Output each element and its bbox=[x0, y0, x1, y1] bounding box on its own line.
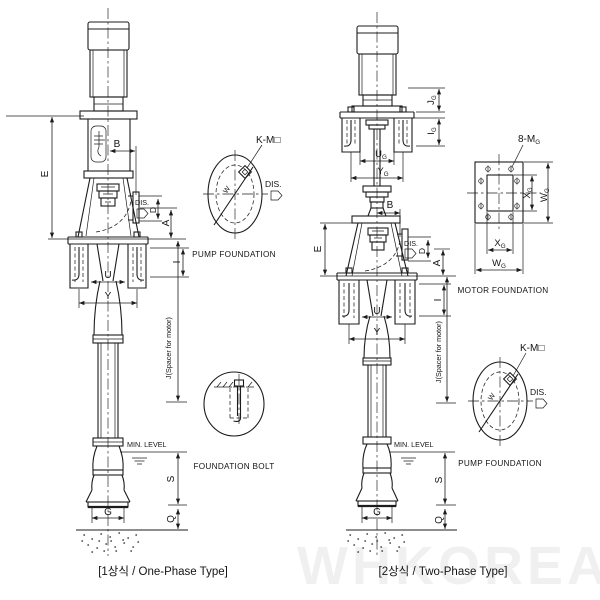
xg-v-sub: G bbox=[527, 187, 534, 192]
one-phase-caption: [1상식 / One-Phase Type] bbox=[98, 565, 228, 578]
wg-v-main: W bbox=[539, 193, 550, 202]
right-dim-y: Y bbox=[374, 327, 381, 338]
right-dis-label: DIS. bbox=[404, 239, 418, 248]
right-dim-yg: YG bbox=[377, 166, 388, 178]
two-phase-caption: [2상식 / Two-Phase Type] bbox=[379, 565, 508, 578]
left-dim-e: E bbox=[40, 170, 51, 177]
left-dim-b: B bbox=[114, 139, 121, 150]
right-discharge-arrow-icon bbox=[404, 248, 417, 259]
left-dim-j-spacer: J(Spacer for motor) bbox=[164, 317, 173, 379]
motor-foundation-xg-vertical: XG bbox=[522, 187, 534, 198]
motor-foundation-bolt-label: 8-MG bbox=[518, 134, 540, 146]
right-dim-j-spacer: J(Spacer for motor) bbox=[434, 321, 443, 383]
right-dim-g: G bbox=[373, 507, 381, 518]
pf-left-title: PUMP FOUNDATION bbox=[192, 250, 276, 259]
motor-foundation-bolts bbox=[478, 165, 520, 221]
pf-left-discharge-arrow-icon bbox=[270, 190, 283, 201]
pf-right-title: PUMP FOUNDATION bbox=[458, 459, 542, 468]
pf-right-w-label: W bbox=[486, 391, 497, 402]
right-dim-u: U bbox=[373, 306, 380, 317]
xg-h-sub: G bbox=[501, 243, 506, 250]
motor-foundation-wg-horizontal: WG bbox=[492, 258, 506, 270]
left-dim-a: A bbox=[161, 219, 172, 226]
right-pump-dimension-lines bbox=[320, 87, 456, 529]
detail-foundation-bolt: FOUNDATION BOLT bbox=[193, 371, 274, 471]
left-discharge-arrow-icon bbox=[136, 208, 149, 219]
right-dim-s: S bbox=[434, 476, 445, 483]
left-dim-g: G bbox=[104, 507, 112, 518]
left-min-level-label: MIN. LEVEL bbox=[127, 440, 167, 449]
right-dim-b: B bbox=[387, 200, 394, 211]
right-dim-yg-main: Y bbox=[377, 166, 384, 177]
wg-h-sub: G bbox=[501, 263, 506, 270]
left-dim-s: S bbox=[166, 475, 177, 482]
foundation-bolt-title: FOUNDATION BOLT bbox=[193, 462, 274, 471]
right-dim-yg-sub: G bbox=[384, 171, 389, 178]
right-dim-i: I bbox=[433, 299, 444, 302]
watermark-text: WHKOREA bbox=[297, 536, 600, 596]
left-dim-q: Q bbox=[166, 515, 177, 523]
right-dim-ug-main: U bbox=[375, 149, 382, 160]
left-dim-i: I bbox=[172, 261, 183, 264]
detail-pump-foundation-right: W K-M□ DIS. PUMP FOUNDATION bbox=[458, 343, 548, 468]
right-dim-jg-main: J bbox=[426, 100, 437, 105]
right-dim-jg-sub: G bbox=[431, 95, 438, 100]
right-dim-ig-main: I bbox=[426, 132, 437, 135]
right-pump-drawing: JG IG UG YG B E DIS. D A I U Y J(Spacer … bbox=[313, 12, 507, 578]
motor-foundation-title: MOTOR FOUNDATION bbox=[458, 286, 549, 295]
8mg-main: 8-M bbox=[518, 134, 535, 145]
detail-motor-foundation: XG WG XG WG 8-MG MOTOR FOUNDATION bbox=[458, 134, 553, 295]
right-dim-ig-sub: G bbox=[431, 127, 438, 132]
motor-foundation-xg-horizontal: XG bbox=[494, 238, 505, 250]
right-min-level-label: MIN. LEVEL bbox=[394, 440, 434, 449]
detail-pump-foundation-left: W K-M□ DIS. PUMP FOUNDATION bbox=[192, 135, 283, 259]
pf-right-dis-label: DIS. bbox=[530, 387, 547, 397]
8mg-sub: G bbox=[535, 139, 540, 146]
right-dim-q: Q bbox=[434, 516, 445, 524]
right-dim-a: A bbox=[432, 259, 443, 266]
pf-right-bolt-label: K-M□ bbox=[520, 343, 544, 354]
left-dis-label: DIS. bbox=[135, 198, 149, 207]
left-pump-dimension-lines bbox=[6, 115, 189, 529]
pf-left-bolt-label: K-M□ bbox=[256, 135, 280, 146]
wg-h-main: W bbox=[492, 258, 501, 269]
pf-right-discharge-arrow-icon bbox=[535, 398, 548, 409]
right-dim-jg: JG bbox=[426, 95, 438, 105]
left-dim-d: D bbox=[148, 207, 158, 213]
xg-h-main: X bbox=[494, 238, 501, 249]
left-dim-y: Y bbox=[105, 291, 112, 302]
left-pump-drawing: E B DIS. D A I U Y J(Spacer for motor) M… bbox=[6, 8, 228, 578]
motor-foundation-wg-vertical: WG bbox=[539, 188, 551, 202]
right-dim-e: E bbox=[313, 245, 324, 252]
pf-left-dis-label: DIS. bbox=[265, 179, 282, 189]
right-dim-ug-sub: G bbox=[382, 154, 387, 161]
right-dim-ig: IG bbox=[426, 127, 438, 135]
right-dim-ug: UG bbox=[375, 149, 387, 161]
left-dim-u: U bbox=[104, 270, 111, 281]
right-dim-d: D bbox=[417, 248, 427, 254]
xg-v-main: X bbox=[522, 192, 533, 199]
pf-left-w-label: W bbox=[221, 184, 232, 195]
wg-v-sub: G bbox=[544, 188, 551, 193]
